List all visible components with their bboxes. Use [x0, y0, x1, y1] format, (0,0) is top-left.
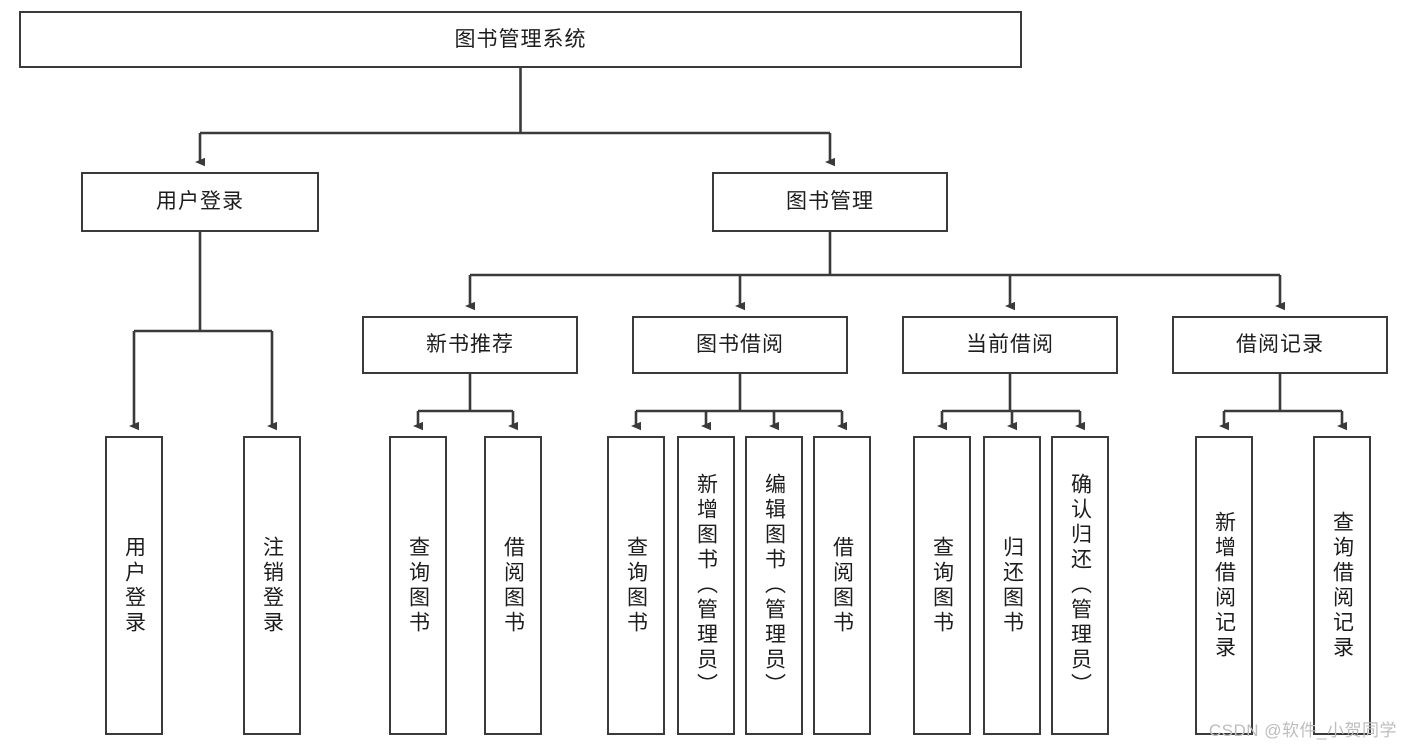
- leaf-query-book-recommend[interactable]: 查询图书: [389, 436, 447, 735]
- leaf-add-book-admin[interactable]: 新增图书（管理员）: [677, 436, 735, 735]
- node-book-management-label: 图书管理: [786, 190, 874, 214]
- node-new-book-recommend-label: 新书推荐: [426, 333, 514, 357]
- leaf-query-book-current[interactable]: 查询图书: [913, 436, 971, 735]
- leaf-add-borrow-record-label: 新增借阅记录: [1212, 510, 1236, 661]
- node-current-borrow[interactable]: 当前借阅: [902, 316, 1118, 374]
- node-book-management[interactable]: 图书管理: [712, 172, 948, 232]
- node-new-book-recommend[interactable]: 新书推荐: [362, 316, 578, 374]
- leaf-query-borrow-record[interactable]: 查询借阅记录: [1313, 436, 1371, 735]
- leaf-query-book-borrow-label: 查询图书: [624, 535, 648, 636]
- leaf-query-book-recommend-label: 查询图书: [406, 535, 430, 636]
- node-root-label: 图书管理系统: [454, 27, 587, 51]
- leaf-query-borrow-record-label: 查询借阅记录: [1330, 510, 1354, 661]
- leaf-user-logout-label: 注销登录: [260, 535, 284, 636]
- node-root[interactable]: 图书管理系统: [19, 11, 1022, 68]
- node-user-login-label: 用户登录: [156, 190, 244, 214]
- leaf-user-login-label: 用户登录: [122, 535, 146, 636]
- leaf-borrow-book-recommend[interactable]: 借阅图书: [484, 436, 542, 735]
- node-book-borrow-label: 图书借阅: [696, 333, 784, 357]
- leaf-add-borrow-record[interactable]: 新增借阅记录: [1195, 436, 1253, 735]
- leaf-confirm-return-admin[interactable]: 确认归还（管理员）: [1051, 436, 1109, 735]
- connector-group: [129, 68, 1347, 431]
- node-book-borrow[interactable]: 图书借阅: [632, 316, 848, 374]
- leaf-add-book-admin-label: 新增图书（管理员）: [694, 473, 718, 698]
- leaf-user-logout[interactable]: 注销登录: [243, 436, 301, 735]
- leaf-return-book[interactable]: 归还图书: [983, 436, 1041, 735]
- leaf-borrow-book-recommend-label: 借阅图书: [501, 535, 525, 636]
- leaf-edit-book-admin-label: 编辑图书（管理员）: [762, 473, 786, 698]
- node-borrow-record[interactable]: 借阅记录: [1172, 316, 1388, 374]
- leaf-return-book-label: 归还图书: [1000, 535, 1024, 636]
- node-borrow-record-label: 借阅记录: [1236, 333, 1324, 357]
- leaf-query-book-borrow[interactable]: 查询图书: [607, 436, 665, 735]
- leaf-query-book-current-label: 查询图书: [930, 535, 954, 636]
- leaf-borrow-book[interactable]: 借阅图书: [813, 436, 871, 735]
- leaf-confirm-return-admin-label: 确认归还（管理员）: [1068, 473, 1092, 698]
- node-current-borrow-label: 当前借阅: [966, 333, 1054, 357]
- node-user-login[interactable]: 用户登录: [81, 172, 319, 232]
- leaf-user-login[interactable]: 用户登录: [105, 436, 163, 735]
- leaf-edit-book-admin[interactable]: 编辑图书（管理员）: [745, 436, 803, 735]
- leaf-borrow-book-label: 借阅图书: [830, 535, 854, 636]
